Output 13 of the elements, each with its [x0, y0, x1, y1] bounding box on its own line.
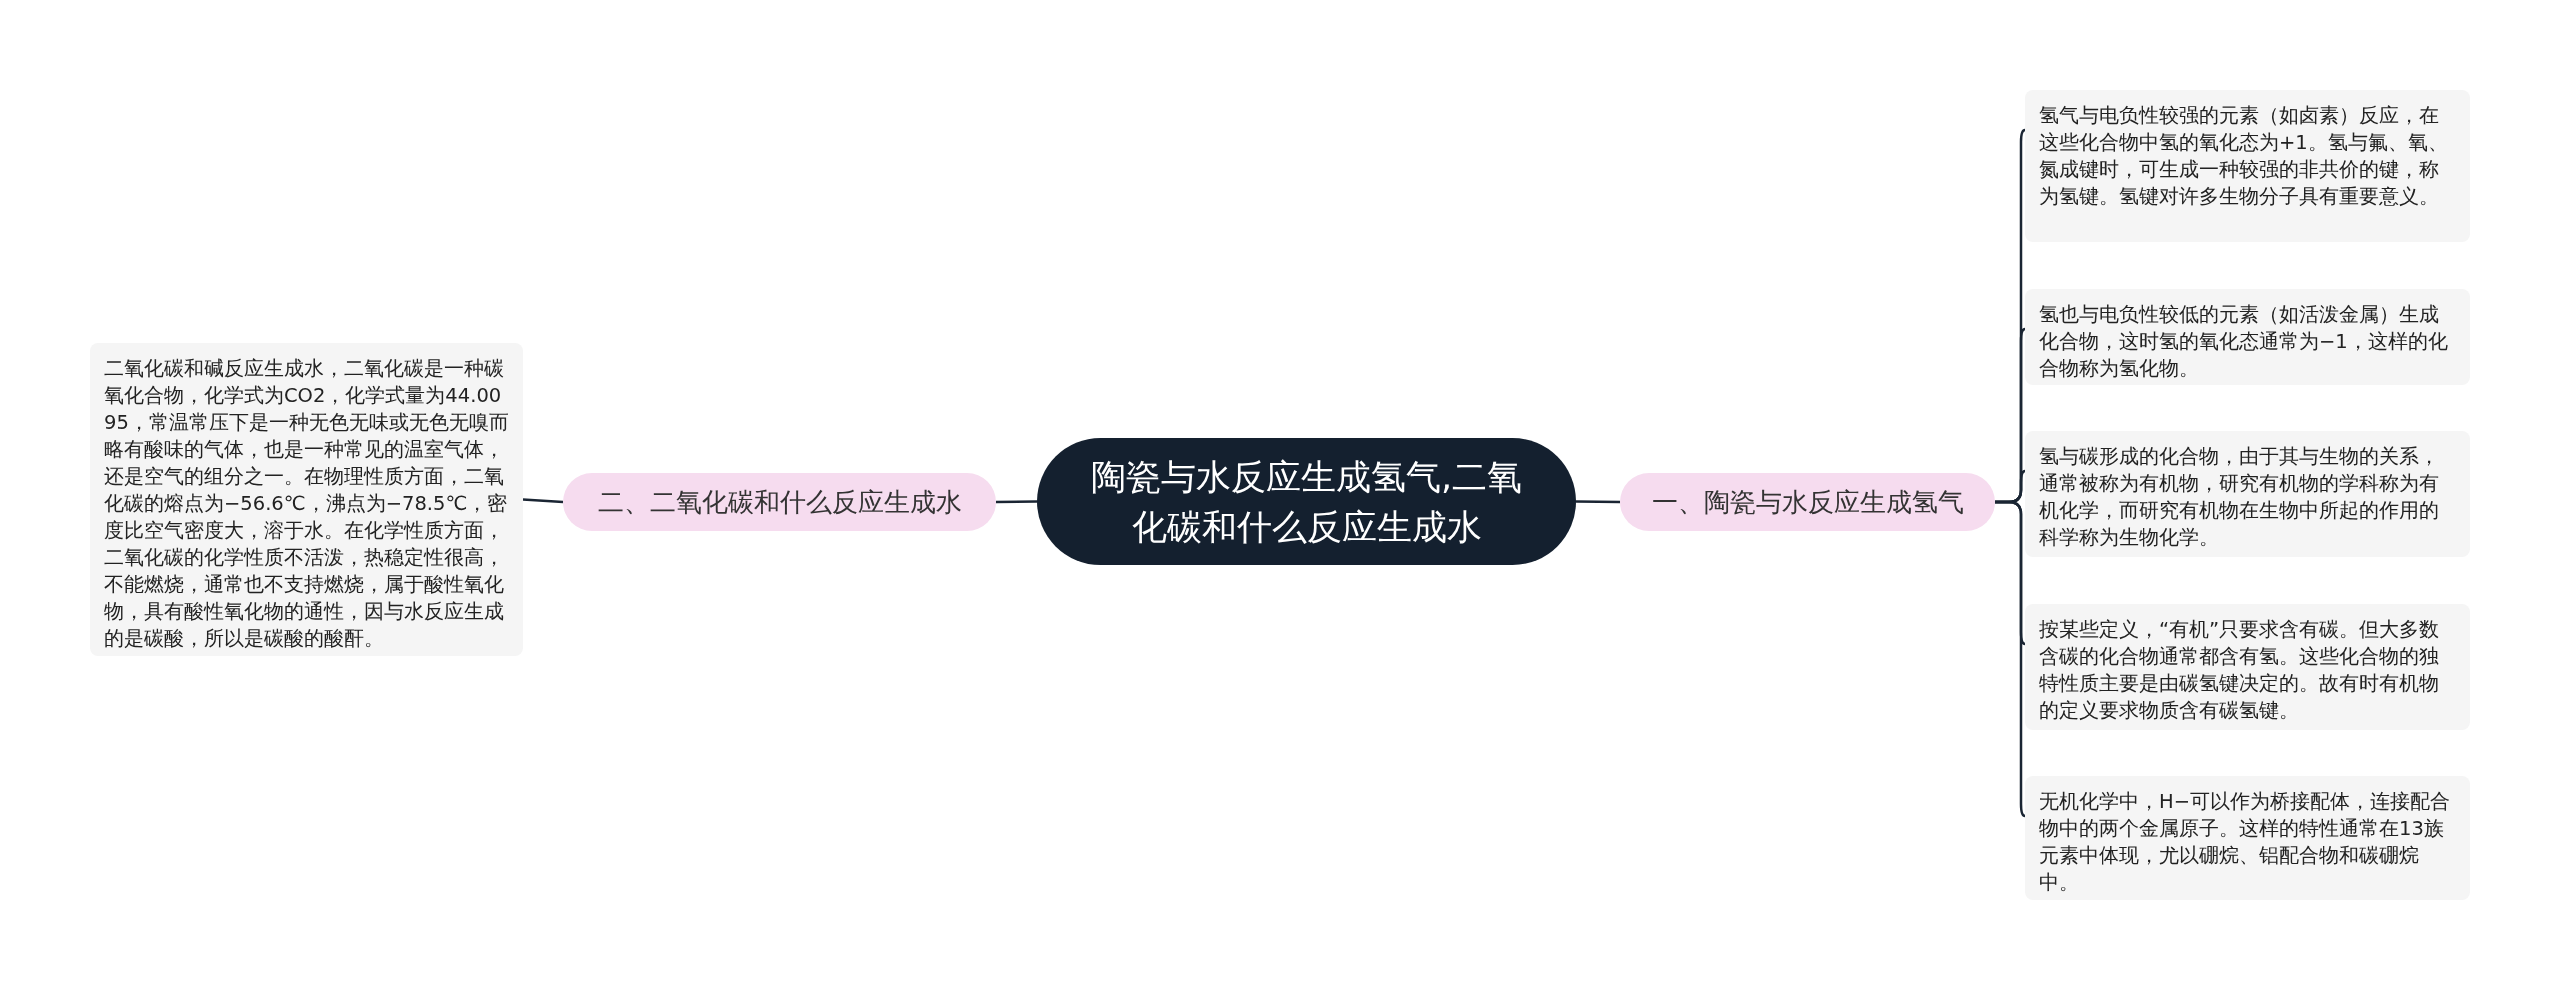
- central-topic: 陶瓷与水反应生成氢气,二氧化碳和什么反应生成水: [1037, 438, 1576, 565]
- note-card: 氢与碳形成的化合物，由于其与生物的关系，通常被称为有机物，研究有机物的学科称为有机化学，而研究有机物在生物中所起的作用的科学称为生物化学。: [2025, 431, 2470, 557]
- connector: [1995, 500, 2026, 817]
- note-card: 二氧化碳和碱反应生成水，二氧化碳是一种碳氧化合物，化学式为CO2，化学式量为44.0095，常温常压下是一种无色无味或无色无嗅而略有酸味的气体，也是一种常见的温室气体，还是空气的组分之一。在物理性质方面，二氧化碳的熔点为−56.6℃，沸点为−78.5℃，密度比空气密度大，溶于水。在化学性质方面，二氧化碳的化学性质不活泼，热稳定性很高，不能燃烧，通常也不支持燃烧，属于酸性氧化物，具有酸性氧化物的通性，因与水反应生成的是碳酸，所以是碳酸的酸酐。: [90, 343, 523, 656]
- branch-topic: 一、陶瓷与水反应生成氢气: [1620, 473, 1995, 531]
- connector: [1576, 500, 1620, 504]
- connector: [522, 498, 564, 504]
- note-card: 氢气与电负性较强的元素（如卤素）反应，在这些化合物中氢的氧化态为+1。氢与氟、氧、氮成键时，可生成一种较强的非共价的键，称为氢键。氢键对许多生物分子具有重要意义。: [2025, 90, 2470, 242]
- note-card: 按某些定义，“有机”只要求含有碳。但大多数含碳的化合物通常都含有氢。这些化合物的独特性质主要是由碳氢键决定的。故有时有机物的定义要求物质含有碳氢键。: [2025, 604, 2470, 730]
- note-card: 无机化学中，H−可以作为桥接配体，连接配合物中的两个金属原子。这样的特性通常在13族元素中体现，尤以硼烷、铝配合物和碳硼烷中。: [2025, 776, 2470, 900]
- connector: [996, 500, 1037, 504]
- branch-topic: 二、二氧化碳和什么反应生成水: [563, 473, 996, 531]
- note-card: 氢也与电负性较低的元素（如活泼金属）生成化合物，这时氢的氧化态通常为−1，这样的化合物称为氢化物。: [2025, 289, 2470, 385]
